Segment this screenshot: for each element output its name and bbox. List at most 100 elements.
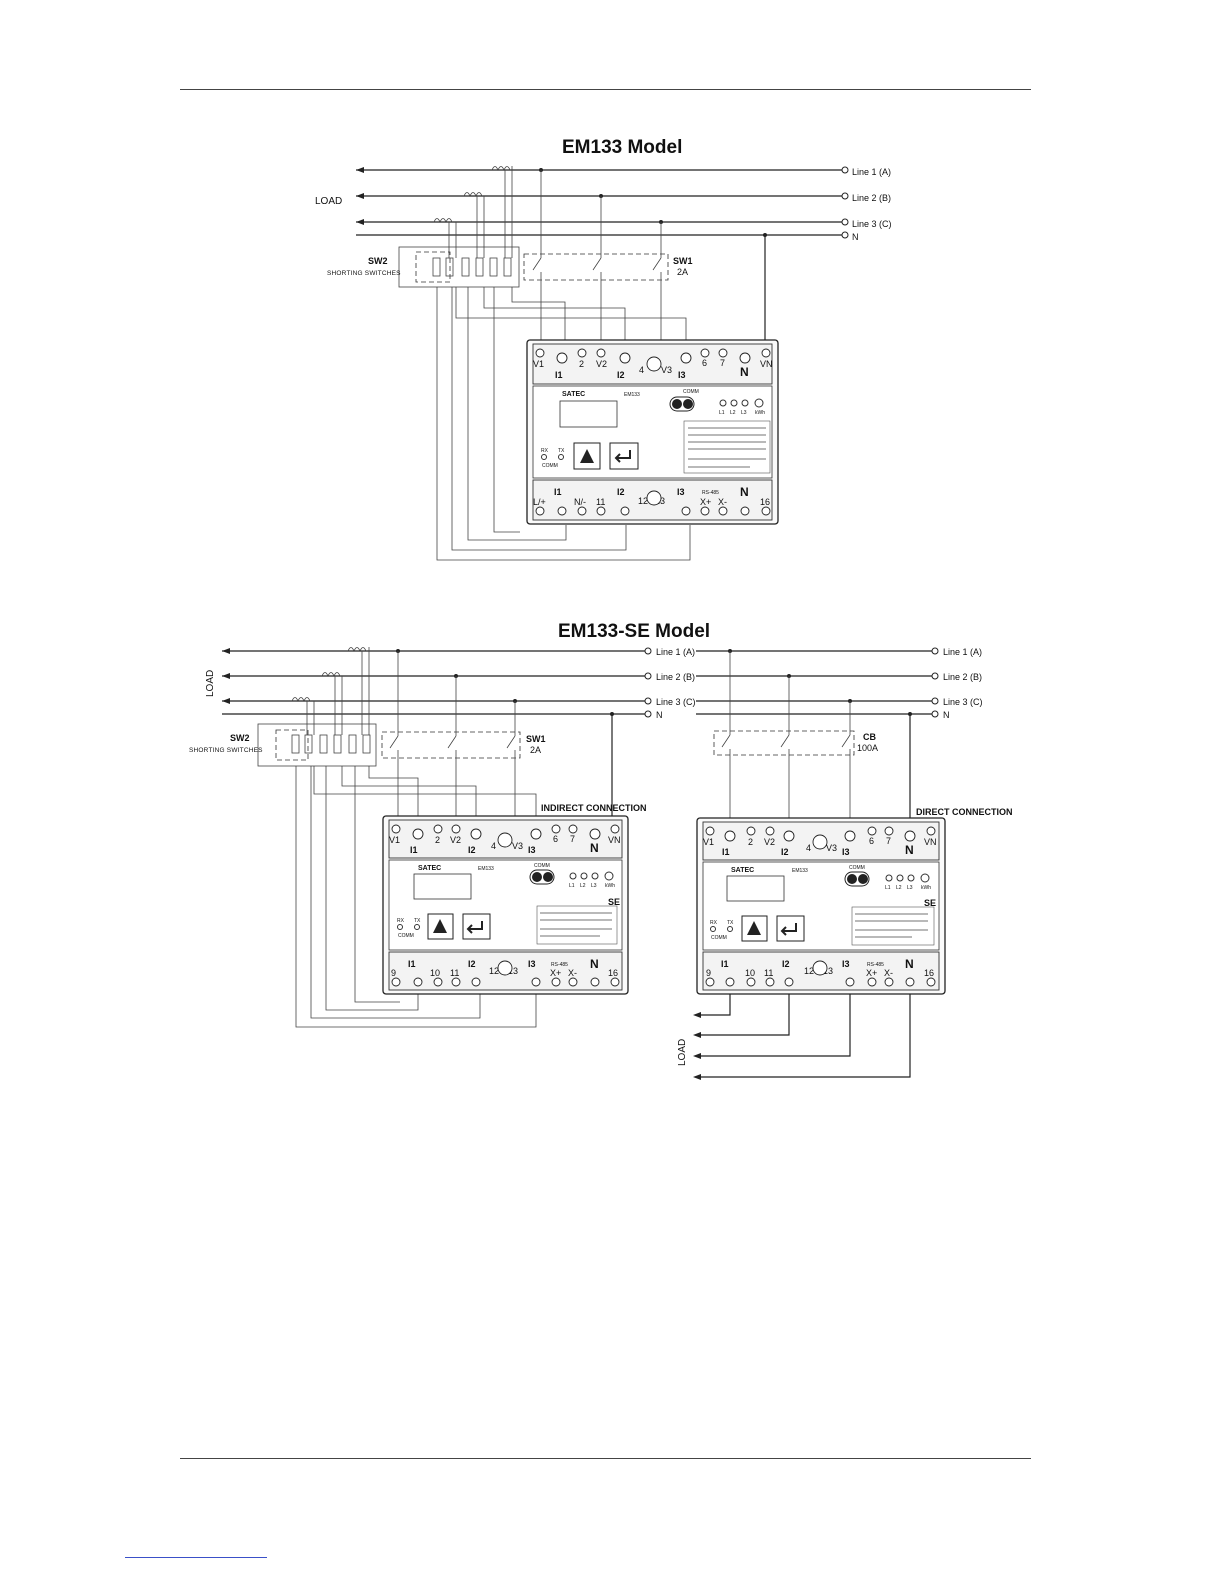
cb-rating: 100A bbox=[857, 743, 878, 753]
right-bottom-terminal-9: 9 bbox=[706, 968, 711, 978]
left-bottom-terminal-i3: I3 bbox=[528, 959, 536, 969]
diagram-title-se: EM133-SE Model bbox=[558, 621, 710, 642]
right-rx-label: RX bbox=[710, 920, 718, 926]
left-terminal-4: 4 bbox=[491, 841, 496, 851]
right-terminal-n: N bbox=[905, 843, 914, 857]
left-terminal-6: 6 bbox=[553, 834, 558, 844]
right-brand-logo: SATEC bbox=[731, 867, 754, 874]
diagram-em133-se: EM133-SE Model Line 1 (A) Line 2 (B) Lin… bbox=[189, 621, 1013, 1080]
left-bottom-terminal-11: 11 bbox=[450, 968, 459, 978]
left-bottom-terminal-xplus: X+ bbox=[550, 968, 561, 978]
left-line-3-label: Line 3 (C) bbox=[656, 697, 696, 707]
terminal-4: 4 bbox=[639, 365, 644, 375]
terminal-n: N bbox=[740, 365, 749, 379]
right-rs485-label: RS-485 bbox=[867, 962, 884, 968]
ct-wiring bbox=[436, 235, 766, 561]
bottom-terminal-12: 12 bbox=[638, 496, 648, 506]
left-model-label: EM133 bbox=[478, 866, 494, 872]
right-terminal-vn: VN bbox=[924, 837, 937, 847]
left-rs485-label: RS-485 bbox=[551, 962, 568, 968]
bottom-terminal-xminus: X- bbox=[718, 497, 727, 507]
right-bottom-terminal-xplus: X+ bbox=[866, 968, 877, 978]
right-bottom-terminal-i3: I3 bbox=[842, 959, 850, 969]
left-enter-button[interactable] bbox=[462, 913, 491, 940]
left-brand-logo: SATEC bbox=[418, 865, 441, 872]
load-label: LOAD bbox=[315, 196, 342, 207]
left-line-2-label: Line 2 (B) bbox=[656, 672, 695, 682]
right-led-kwh-label: kWh bbox=[921, 885, 931, 891]
rs485-label: RS-485 bbox=[702, 490, 719, 496]
diagram-em133: EM133 Model Line 1 (A) Line 2 (B) Line 3… bbox=[315, 137, 892, 561]
right-model-label: EM133 bbox=[792, 868, 808, 874]
left-sw1 bbox=[381, 651, 613, 816]
right-comm-led-label: COMM bbox=[711, 935, 727, 941]
bottom-terminal-i2: I2 bbox=[617, 487, 625, 497]
right-bottom-terminal-xminus: X- bbox=[884, 968, 893, 978]
right-up-button[interactable] bbox=[741, 915, 768, 942]
right-bottom-terminal-13: 13 bbox=[823, 966, 833, 976]
line-1-label: Line 1 (A) bbox=[852, 167, 891, 177]
sw2-shorting-switches bbox=[398, 246, 520, 288]
left-line-1-label: Line 1 (A) bbox=[656, 647, 695, 657]
terminal-7: 7 bbox=[720, 358, 725, 368]
sw1-label: SW1 bbox=[673, 256, 693, 266]
left-terminal-v1: V1 bbox=[389, 835, 400, 845]
left-sw1-label: SW1 bbox=[526, 734, 546, 744]
left-rx-label: RX bbox=[397, 918, 405, 924]
up-arrow-icon bbox=[580, 449, 594, 463]
left-sw1-rating: 2A bbox=[530, 745, 541, 755]
right-line-buses bbox=[696, 647, 939, 718]
diagram-title: EM133 Model bbox=[562, 137, 682, 158]
left-sw2 bbox=[257, 723, 377, 767]
terminal-v1: V1 bbox=[533, 359, 544, 369]
left-bottom-terminal-10: 10 bbox=[430, 968, 440, 978]
right-load-label: LOAD bbox=[677, 1039, 688, 1066]
right-enter-button[interactable] bbox=[776, 915, 805, 942]
right-terminal-v2: V2 bbox=[764, 837, 775, 847]
led-l2-label: L2 bbox=[730, 410, 736, 416]
header-rule bbox=[180, 89, 1031, 90]
left-rating-plate-lines bbox=[540, 912, 612, 937]
right-led-l2-label: L2 bbox=[896, 885, 902, 891]
terminal-6: 6 bbox=[702, 358, 707, 368]
left-bottom-terminal-13: 13 bbox=[508, 966, 518, 976]
right-bottom-terminal-10: 10 bbox=[745, 968, 755, 978]
right-se-badge: SE bbox=[924, 898, 936, 908]
left-sw2-label: SW2 bbox=[230, 733, 250, 743]
right-line-2-label: Line 2 (B) bbox=[943, 672, 982, 682]
left-line-buses bbox=[222, 647, 652, 718]
left-comm-label: COMM bbox=[534, 863, 550, 869]
lcd-display bbox=[559, 400, 618, 428]
right-bottom-terminal-i2: I2 bbox=[782, 959, 790, 969]
right-rating-plate bbox=[851, 906, 935, 946]
left-terminal-n: N bbox=[590, 841, 599, 855]
left-tx-label: TX bbox=[414, 918, 421, 924]
right-bottom-screw-row bbox=[705, 960, 936, 987]
bottom-terminal-lplus: L/+ bbox=[533, 497, 546, 507]
footer-link-underline[interactable] bbox=[125, 1557, 267, 1558]
right-tx-label: TX bbox=[727, 920, 734, 926]
right-terminal-v1: V1 bbox=[703, 837, 714, 847]
enter-button[interactable] bbox=[609, 442, 639, 470]
left-ct-wiring bbox=[295, 766, 537, 1028]
left-terminal-i3: I3 bbox=[528, 845, 536, 855]
terminal-v3: V3 bbox=[661, 365, 672, 375]
left-bottom-terminal-i2: I2 bbox=[468, 959, 476, 969]
right-led-l1-label: L1 bbox=[885, 885, 891, 891]
right-terminal-i2: I2 bbox=[781, 847, 789, 857]
left-top-screw-row bbox=[391, 824, 620, 848]
led-l1-label: L1 bbox=[719, 410, 725, 416]
enter-icon bbox=[614, 450, 631, 463]
bottom-terminal-16: 16 bbox=[760, 497, 770, 507]
left-bottom-terminal-i1: I1 bbox=[408, 959, 416, 969]
left-rating-plate bbox=[536, 905, 618, 945]
cb-label: CB bbox=[863, 732, 876, 742]
right-neutral-label: N bbox=[943, 710, 950, 720]
meter-em133-se-direct: V1 I1 2 V2 I2 4 V3 I3 6 7 N VN SATEC EM1… bbox=[696, 817, 946, 995]
line-buses bbox=[356, 166, 849, 239]
rating-plate bbox=[683, 420, 771, 474]
right-terminal-4: 4 bbox=[806, 843, 811, 853]
right-rating-plate-lines bbox=[855, 913, 928, 938]
led-l3-label: L3 bbox=[741, 410, 747, 416]
